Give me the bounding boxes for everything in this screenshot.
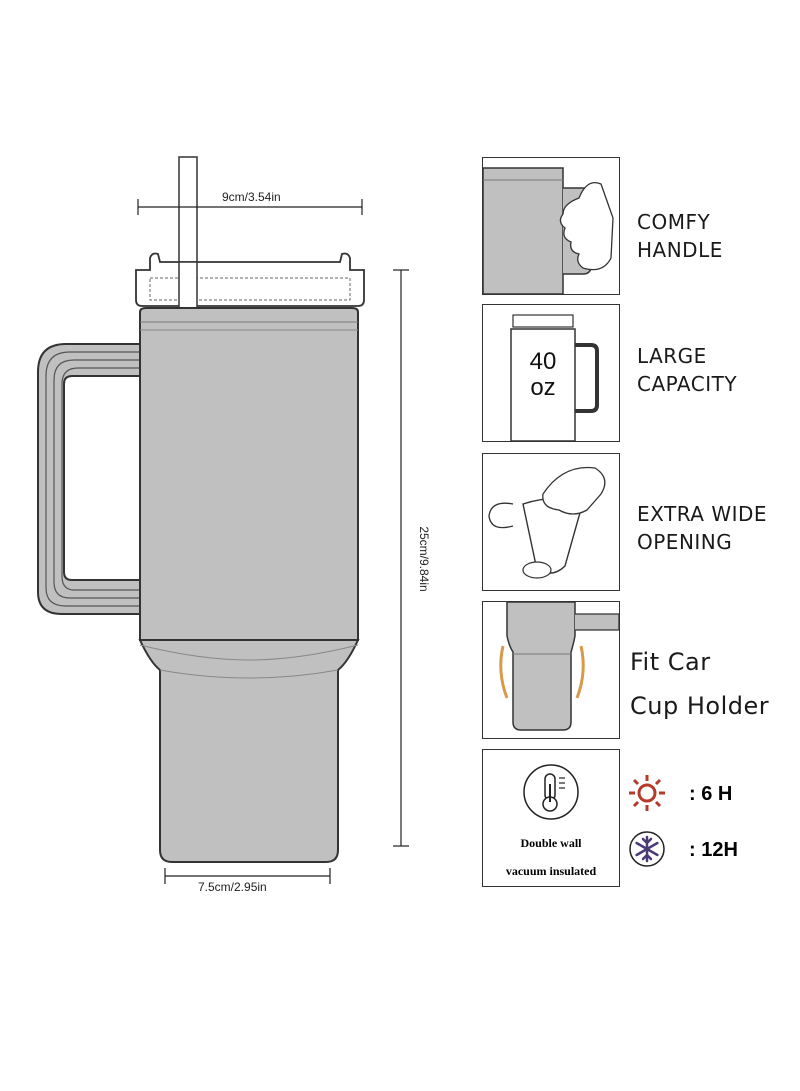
- thermometer-icon: [523, 764, 579, 820]
- hand-in-cup-illustration: [488, 466, 606, 579]
- sun-icon: [629, 775, 665, 811]
- insulation-line-2: vacuum insulated: [505, 864, 597, 878]
- snowflake-icon: [629, 831, 665, 867]
- capacity-illustration: [510, 314, 599, 441]
- dimension-height: 25cm/9.84in: [417, 499, 431, 619]
- hot-duration: : 6 H: [689, 783, 733, 805]
- handle: [37, 343, 141, 615]
- feature-panel-cup-holder: [482, 601, 620, 739]
- dimension-width-top: 9cm/3.54in: [220, 190, 283, 204]
- feature-panel-opening: [482, 453, 620, 591]
- lid: [135, 252, 365, 307]
- dimension-width-bottom: 7.5cm/2.95in: [198, 880, 267, 894]
- cup-body: [139, 307, 359, 641]
- cold-duration: : 12H: [689, 839, 738, 861]
- feature-panel-handle: [482, 157, 620, 295]
- feature-panel-insulation: Double wall vacuum insulated: [482, 749, 620, 887]
- handle-grip-illustration: [483, 167, 614, 294]
- cup-holder-illustration: [499, 602, 619, 731]
- insulation-line-1: Double wall: [520, 836, 582, 850]
